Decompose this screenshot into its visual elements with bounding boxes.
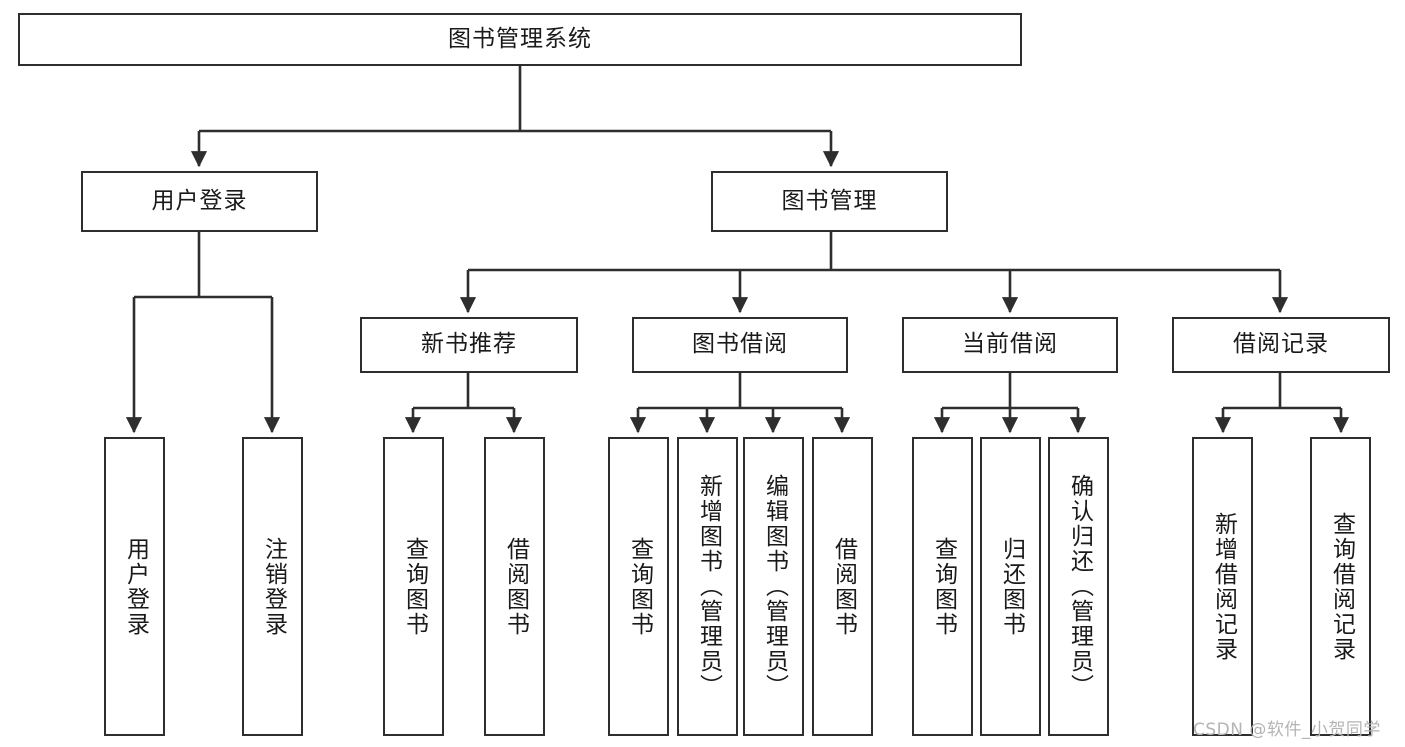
leaf-new-book-borrow-label: 借阅图书 [502,536,529,637]
leaf-current-confirm-return[interactable]: 确认归还（管理员） [1048,437,1109,736]
node-user-login[interactable]: 用户登录 [81,171,318,232]
leaf-borrow-query-book[interactable]: 查询图书 [608,437,669,736]
node-user-login-label: 用户登录 [151,187,248,214]
leaf-borrow-add-book-label: 新增图书（管理员） [695,474,722,699]
leaf-record-query-label: 查询借阅记录 [1328,511,1355,662]
leaf-record-add-label: 新增借阅记录 [1210,511,1237,662]
leaf-user-login-login-label: 用户登录 [122,536,149,637]
leaf-borrow-edit-book[interactable]: 编辑图书（管理员） [743,437,804,736]
leaf-current-return-book-label: 归还图书 [998,536,1025,637]
leaf-record-add[interactable]: 新增借阅记录 [1192,437,1253,736]
leaf-new-book-query[interactable]: 查询图书 [383,437,444,736]
leaf-new-book-borrow[interactable]: 借阅图书 [484,437,545,736]
node-book-management[interactable]: 图书管理 [711,171,948,232]
leaf-user-login-login[interactable]: 用户登录 [104,437,165,736]
leaf-borrow-edit-book-label: 编辑图书（管理员） [761,474,788,699]
node-new-book-recommend-label: 新书推荐 [421,331,517,358]
leaf-current-confirm-return-label: 确认归还（管理员） [1066,474,1093,699]
leaf-user-login-logout-label: 注销登录 [260,536,287,637]
node-new-book-recommend[interactable]: 新书推荐 [360,317,578,373]
leaf-borrow-add-book[interactable]: 新增图书（管理员） [677,437,738,736]
leaf-new-book-query-label: 查询图书 [401,536,428,637]
leaf-user-login-logout[interactable]: 注销登录 [242,437,303,736]
node-borrow-record[interactable]: 借阅记录 [1172,317,1390,373]
node-book-borrow-label: 图书借阅 [692,331,788,358]
leaf-borrow-borrow-book-label: 借阅图书 [830,536,857,637]
node-borrow-record-label: 借阅记录 [1233,331,1329,358]
leaf-borrow-borrow-book[interactable]: 借阅图书 [812,437,873,736]
node-current-borrow-label: 当前借阅 [962,331,1058,358]
leaf-current-return-book[interactable]: 归还图书 [980,437,1041,736]
node-root-system[interactable]: 图书管理系统 [18,13,1022,66]
node-current-borrow[interactable]: 当前借阅 [902,317,1118,373]
leaf-current-query-book-label: 查询图书 [930,536,957,637]
node-book-management-label: 图书管理 [781,187,878,214]
csdn-watermark: CSDN @软件_小贺同学 [1193,720,1381,740]
node-root-system-label: 图书管理系统 [448,25,592,52]
leaf-record-query[interactable]: 查询借阅记录 [1310,437,1371,736]
leaf-borrow-query-book-label: 查询图书 [626,536,653,637]
node-book-borrow[interactable]: 图书借阅 [632,317,848,373]
leaf-current-query-book[interactable]: 查询图书 [912,437,973,736]
